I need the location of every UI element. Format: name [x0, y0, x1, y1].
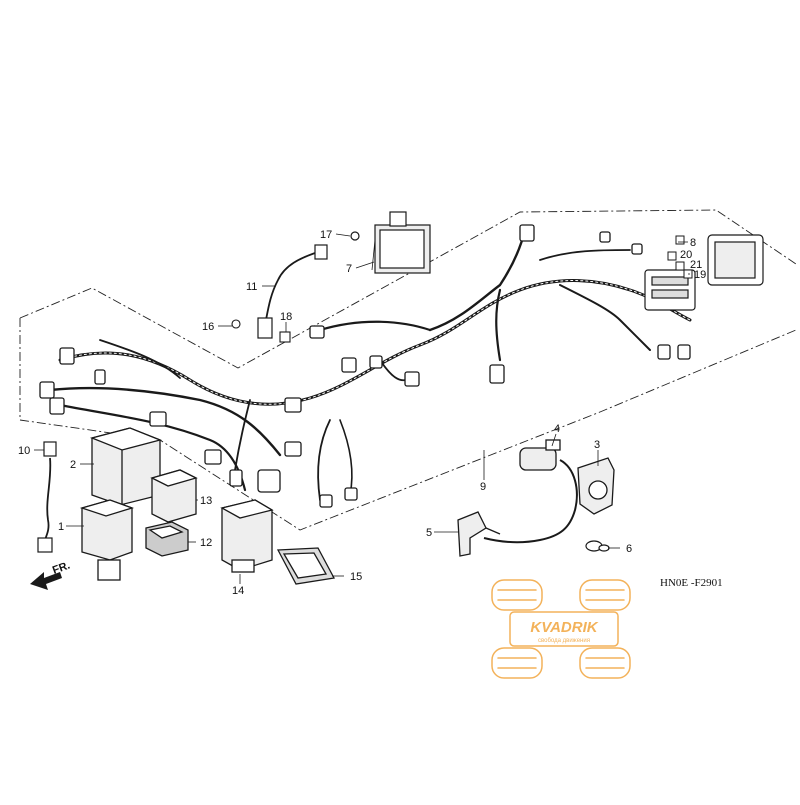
part-15-boot [276, 547, 336, 585]
part-3-starter-clamp [577, 457, 615, 515]
callout-11: 11 [246, 281, 257, 293]
part-6-clip [585, 540, 610, 552]
leader-lines [34, 233, 690, 584]
callout-15: 15 [350, 571, 362, 583]
front-direction-indicator: FR. [30, 559, 72, 590]
callout-labels: 1 2 3 4 5 6 7 8 9 10 11 12 13 14 15 16 1… [18, 229, 706, 597]
callout-6: 6 [626, 543, 632, 555]
callout-5: 5 [426, 527, 432, 539]
part-14-unit [220, 499, 274, 573]
callout-19: 19 [694, 269, 706, 281]
callout-17: 17 [320, 229, 332, 241]
fuse-box [644, 234, 764, 311]
harness-connectors [39, 224, 691, 508]
brand-watermark: KVADRIK свобода движения [491, 579, 631, 679]
callout-21: 21 [690, 259, 702, 271]
callout-18: 18 [280, 311, 292, 323]
callout-12: 12 [200, 537, 212, 549]
front-arrow-icon [30, 572, 62, 590]
callout-7: 7 [346, 263, 352, 275]
part-7-regulator [350, 211, 431, 274]
callout-16: 16 [202, 321, 214, 333]
part-2-control-unit [89, 427, 163, 506]
callout-20: 20 [680, 249, 692, 261]
watermark-brand: KVADRIK [530, 619, 598, 636]
part-10-lead [37, 441, 57, 553]
diagram-code: HN0E -F2901 [660, 577, 723, 589]
part-4-starter-relay [483, 439, 578, 544]
callout-1: 1 [58, 521, 64, 533]
callout-9: 9 [480, 481, 486, 493]
front-direction-label: FR. [51, 559, 72, 576]
callout-14: 14 [232, 585, 244, 597]
part-5-cap [457, 511, 501, 557]
part-11-sensor-lead [231, 244, 328, 343]
part-13-module [150, 469, 198, 523]
main-wire-harness [48, 228, 692, 501]
atv-tracks-icon [491, 579, 631, 679]
callout-8: 8 [690, 237, 696, 249]
callout-2: 2 [70, 459, 76, 471]
watermark-tagline: свобода движения [538, 638, 590, 644]
part-1-relay [79, 499, 135, 581]
callout-10: 10 [18, 445, 30, 457]
callout-3: 3 [594, 439, 600, 451]
callout-4: 4 [554, 423, 560, 435]
part-12-cover [145, 521, 189, 557]
callout-13: 13 [200, 495, 212, 507]
